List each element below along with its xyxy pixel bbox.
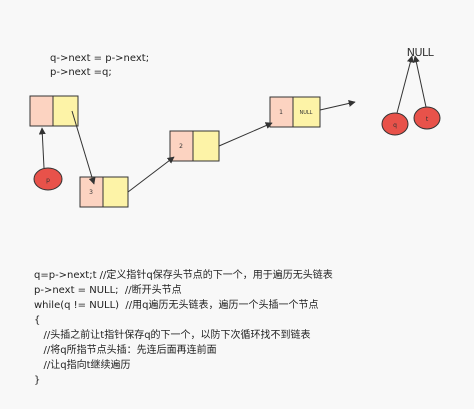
node-2-data: 2 (179, 143, 183, 150)
code-line: p->next =q; (50, 67, 112, 78)
head-node (29, 95, 79, 127)
node-2: 2 (169, 130, 220, 162)
pointer-p: p (33, 167, 63, 191)
code-line: q=p->next;t //定义指针q保存头节点的下一个，用于遍历无头链表 (34, 270, 333, 281)
code-snippet-bottom: q=p->next;t //定义指针q保存头节点的下一个，用于遍历无头链表 p-… (34, 268, 333, 388)
pointer-q-label: q (393, 122, 397, 129)
code-line: //头插之前让t指针保存q的下一个，以防下次循环找不到链表 (34, 330, 311, 341)
arrow-p-to-head (38, 127, 46, 169)
code-line: //将q所指节点头插：先连后面再连前面 (34, 345, 217, 356)
code-snippet-top: q->next = p->next; p->next =q; (50, 52, 149, 80)
node-3: 3 (79, 176, 129, 208)
node-1-data: 1 (279, 109, 283, 116)
node-3-data: 3 (89, 189, 93, 196)
code-line: q->next = p->next; (50, 53, 150, 64)
arrow-q-to-null (396, 55, 414, 114)
pointer-q: q (381, 112, 409, 136)
code-line: p->next = NULL; //断开头节点 (34, 285, 182, 296)
pointer-p-label: p (46, 177, 50, 184)
null-label: NULL (407, 46, 435, 59)
code-line: { (34, 315, 41, 326)
node-1: 1 NULL (269, 96, 321, 128)
code-line: //让q指向t继续遍历 (34, 360, 131, 371)
code-line: while(q != NULL) //用q遍历无头链表，遍历一个头插一个节点 (34, 300, 319, 311)
arrow-n2-to-n1 (218, 122, 273, 147)
arrow-n1-out (319, 99, 356, 111)
code-line: } (34, 375, 41, 386)
arrow-t-to-null (412, 55, 427, 108)
pointer-t: t (413, 106, 441, 130)
node-1-next: NULL (300, 110, 313, 116)
arrow-n3-to-n2 (127, 156, 175, 193)
pointer-t-label: t (426, 116, 429, 123)
arrow-head-to-n3 (71, 110, 96, 185)
